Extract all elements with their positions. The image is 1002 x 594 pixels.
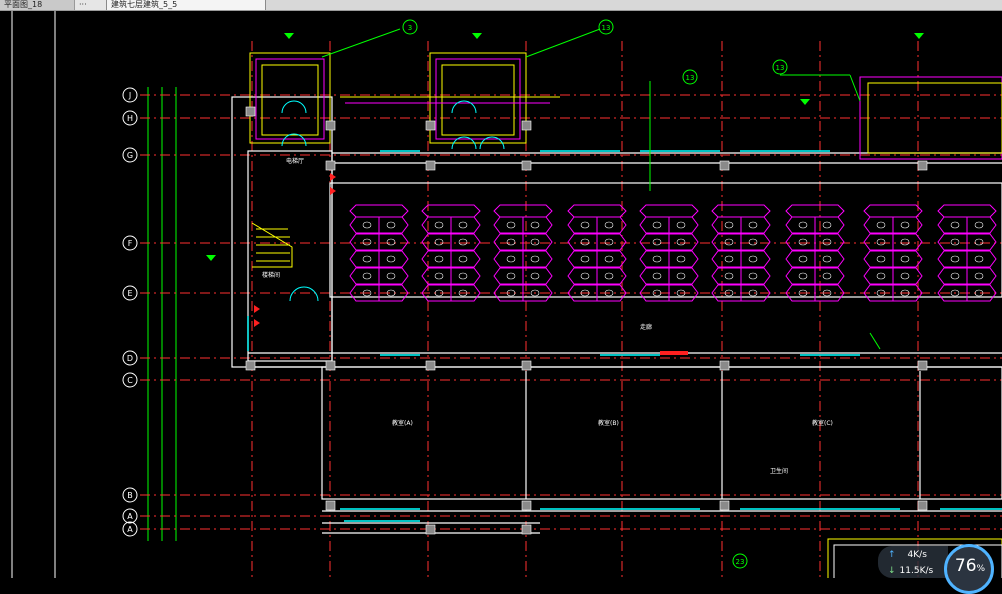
axis-label: C — [127, 376, 133, 385]
upload-speed: ↑4K/s — [888, 550, 927, 560]
column — [917, 500, 928, 511]
column — [325, 500, 336, 511]
top-structures — [249, 52, 1002, 160]
axis-label: A — [127, 525, 133, 534]
annotation-number: 13 — [776, 64, 785, 72]
download-speed: ↓11.5K/s — [888, 566, 934, 576]
axis-bubble — [122, 350, 138, 366]
annotation-number: 13 — [602, 24, 611, 32]
column — [425, 120, 436, 131]
structural-columns — [245, 106, 928, 535]
axis-label: H — [127, 114, 133, 123]
annotation-number: 3 — [408, 24, 412, 32]
building-walls — [231, 96, 1002, 534]
column — [325, 160, 336, 171]
column — [719, 360, 730, 371]
desk-group — [639, 204, 699, 302]
annotation-bubbles — [402, 19, 788, 569]
load-percent: 76% — [954, 556, 986, 576]
column — [521, 120, 532, 131]
document-tab-bar: 平面图_18 ··· 建筑七层建筑_5_5 — [0, 0, 1002, 11]
axis-bubble — [122, 235, 138, 251]
column — [521, 524, 532, 535]
room-label-corridor: 走廊 — [640, 323, 652, 331]
desk-furniture-groups — [349, 204, 997, 302]
column — [521, 360, 532, 371]
column — [719, 500, 730, 511]
drawing-tab-active[interactable]: 建筑七层建筑_5_5 — [106, 0, 266, 10]
axis-bubble — [122, 110, 138, 126]
desk-group — [937, 204, 997, 302]
axis-label: G — [127, 151, 133, 160]
column — [719, 160, 730, 171]
network-speed-panel: ↑4K/s ↓11.5K/s — [878, 546, 948, 578]
column — [425, 160, 436, 171]
door-swings — [281, 100, 505, 302]
leader-lines — [321, 28, 881, 350]
desk-group — [567, 204, 627, 302]
desk-group — [493, 204, 553, 302]
room-label-classroom-a: 教室(A) — [392, 419, 413, 427]
axis-label: J — [128, 91, 131, 100]
axis-bubble — [122, 87, 138, 103]
annotation-number: 23 — [736, 558, 745, 566]
desk-group — [863, 204, 923, 302]
column — [425, 360, 436, 371]
dimension-column — [147, 87, 177, 541]
drawing-tab-1[interactable]: 平面图_18 — [0, 0, 76, 10]
fire-markers — [254, 173, 688, 355]
axis-bubble — [122, 521, 138, 537]
column — [917, 360, 928, 371]
upload-arrow-icon: ↑ — [888, 550, 896, 560]
floor-plan-drawing[interactable]: J H G F E D C B AA — [0, 11, 1002, 586]
axis-label: F — [128, 239, 133, 248]
axis-bubble — [122, 147, 138, 163]
network-monitor-widget[interactable]: ↑4K/s ↓11.5K/s 76% — [878, 544, 1002, 594]
room-label-toilet: 卫生间 — [770, 467, 788, 475]
column — [325, 360, 336, 371]
column — [521, 500, 532, 511]
axis-bubble — [122, 285, 138, 301]
axis-bubble — [122, 508, 138, 524]
grid-lines — [140, 41, 1002, 578]
staircase — [251, 222, 293, 268]
column — [521, 160, 532, 171]
axis-bubble — [122, 372, 138, 388]
room-label-classroom-b: 教室(B) — [598, 419, 619, 427]
column — [425, 524, 436, 535]
annotation-number: 13 — [686, 74, 695, 82]
desk-group — [785, 204, 845, 302]
column — [325, 120, 336, 131]
column — [245, 106, 256, 117]
download-arrow-icon: ↓ — [888, 566, 896, 576]
axis-label: B — [127, 491, 133, 500]
tab-overflow-button[interactable]: ··· — [74, 0, 110, 10]
room-label-elevator: 电梯厅 — [286, 157, 304, 165]
annotation-numbers: 3 13 13 13 23 — [408, 24, 785, 566]
room-label-classroom-c: 教室(C) — [812, 419, 833, 427]
axis-label: D — [127, 354, 133, 363]
desk-group — [349, 204, 409, 302]
desk-group — [421, 204, 481, 302]
windows — [247, 150, 1002, 522]
axis-bubble — [122, 487, 138, 503]
room-label-stair: 楼梯间 — [262, 271, 280, 279]
axis-label: A — [127, 512, 133, 521]
axis-bubbles: J H G F E D C B AA — [122, 87, 138, 537]
room-labels: 楼梯间 电梯厅 教室(A) 教室(B) 教室(C) 走廊 卫生间 — [262, 157, 833, 475]
level-markers — [206, 33, 924, 261]
column — [245, 360, 256, 371]
axis-label: E — [127, 289, 132, 298]
column — [917, 160, 928, 171]
desk-group — [711, 204, 771, 302]
